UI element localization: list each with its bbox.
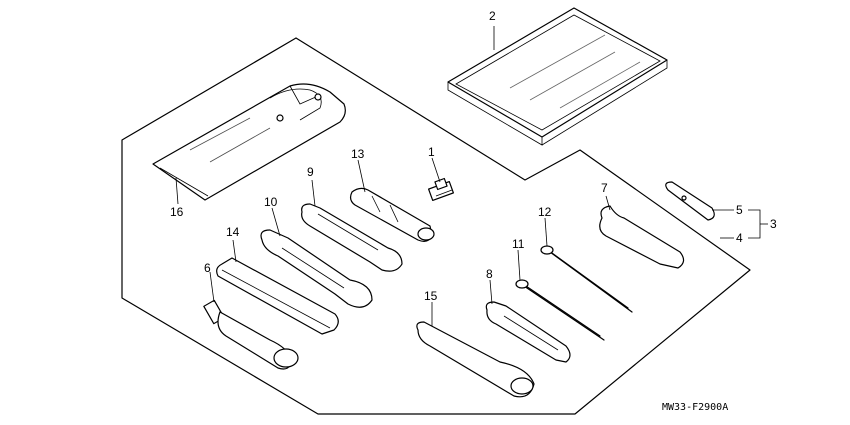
callout-7: 7 [601,181,608,195]
callout-12: 12 [538,205,552,219]
callout-13: 13 [351,147,365,161]
wrench-10 [260,229,373,308]
socket-wrench [203,299,299,370]
screwdriver-handle [349,187,435,242]
callout-8: 8 [486,267,493,281]
wrench-9 [301,203,403,272]
pin-spanner [599,205,685,269]
callout-15: 15 [424,289,438,303]
tool-bag [152,83,346,201]
callout-2: 2 [489,9,496,23]
ring-spanner [416,321,535,398]
callout-10: 10 [264,195,278,209]
callout-16: 16 [170,205,184,219]
callout-9: 9 [307,165,314,179]
spark-plug-clip [428,177,454,202]
callout-6: 6 [204,261,211,275]
kit-outline [121,37,751,415]
callout-11: 11 [512,237,525,251]
screwdriver-11 [515,279,605,341]
callout-14: 14 [226,225,240,239]
extension-bar [216,257,339,335]
wrench-8 [485,301,571,363]
screwdriver-12 [540,245,633,313]
callout-1: 1 [428,145,435,159]
callout-3: 3 [770,217,777,231]
leader-lines [175,26,768,326]
diagram-code: MW33-F2900A [662,402,728,413]
callout-5: 5 [736,203,743,217]
document-pouch [447,7,668,146]
callout-4: 4 [736,231,743,245]
callout-labels: 2 1 13 9 10 14 6 7 12 11 8 15 16 5 4 3 [170,9,777,303]
plate-wrench-5 [665,181,715,221]
